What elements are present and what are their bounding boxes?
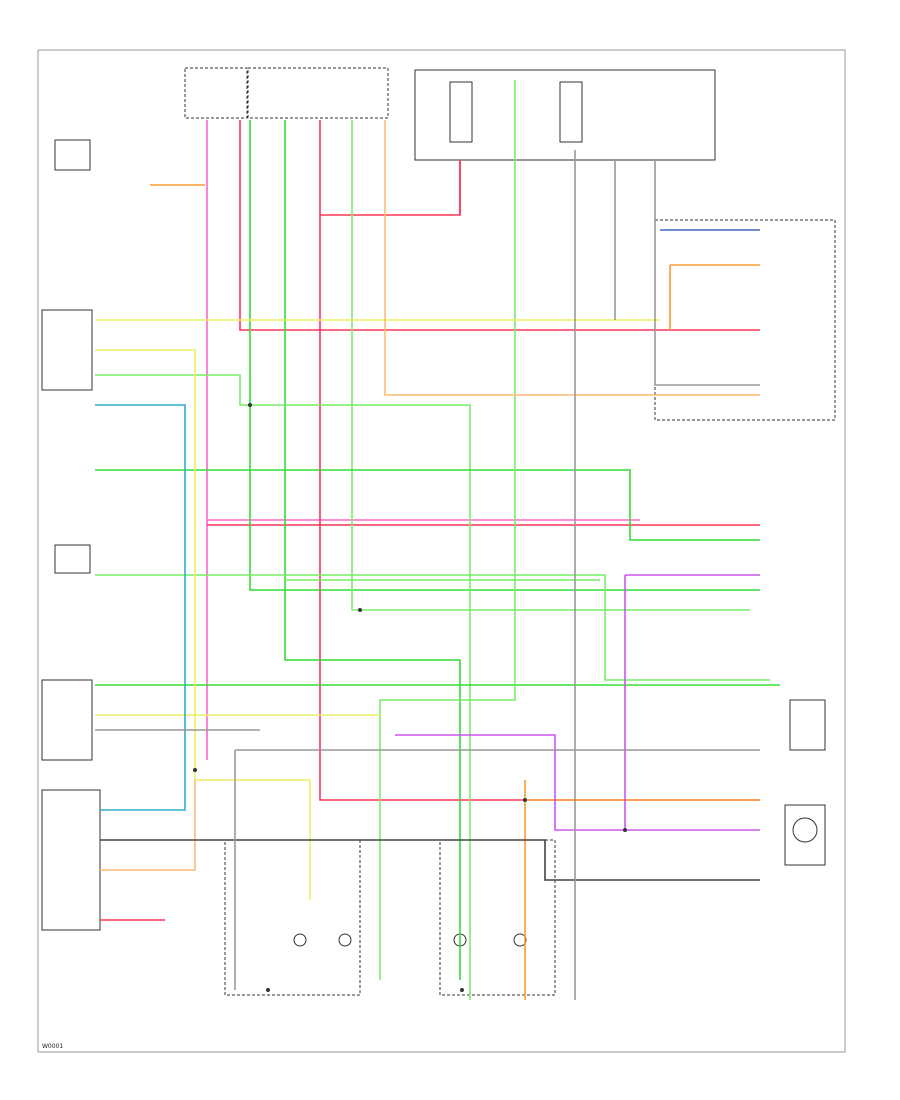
wire-green-4 bbox=[95, 374, 471, 1000]
left-components bbox=[41, 139, 101, 931]
wire-orange-4 bbox=[100, 780, 196, 871]
wire-cyan bbox=[95, 404, 186, 811]
wire-black-1 bbox=[100, 839, 760, 881]
wire-gray-1 bbox=[95, 160, 760, 990]
wire-orange-1 bbox=[669, 264, 760, 330]
bottom-lamp-boxes bbox=[224, 839, 556, 996]
top-fuse-boxes bbox=[184, 67, 716, 161]
wire-orange-2 bbox=[384, 120, 760, 396]
diagram-frame bbox=[37, 49, 846, 1053]
wire-yellow-2 bbox=[95, 349, 311, 900]
diagram-footer-code: W0001 bbox=[42, 1043, 63, 1050]
wire-violet bbox=[395, 574, 760, 831]
wire-green-2 bbox=[284, 120, 461, 980]
wires bbox=[95, 80, 780, 1000]
splices bbox=[193, 403, 627, 992]
wire-orange-3 bbox=[150, 184, 760, 1000]
wire-green-3 bbox=[351, 120, 750, 611]
wire-red bbox=[207, 120, 760, 801]
wire-green-5 bbox=[95, 469, 760, 541]
right-components bbox=[654, 219, 836, 866]
wire-green-6 bbox=[95, 574, 770, 681]
wire-green-1 bbox=[249, 120, 760, 591]
wire-gray-2 bbox=[574, 150, 616, 1000]
